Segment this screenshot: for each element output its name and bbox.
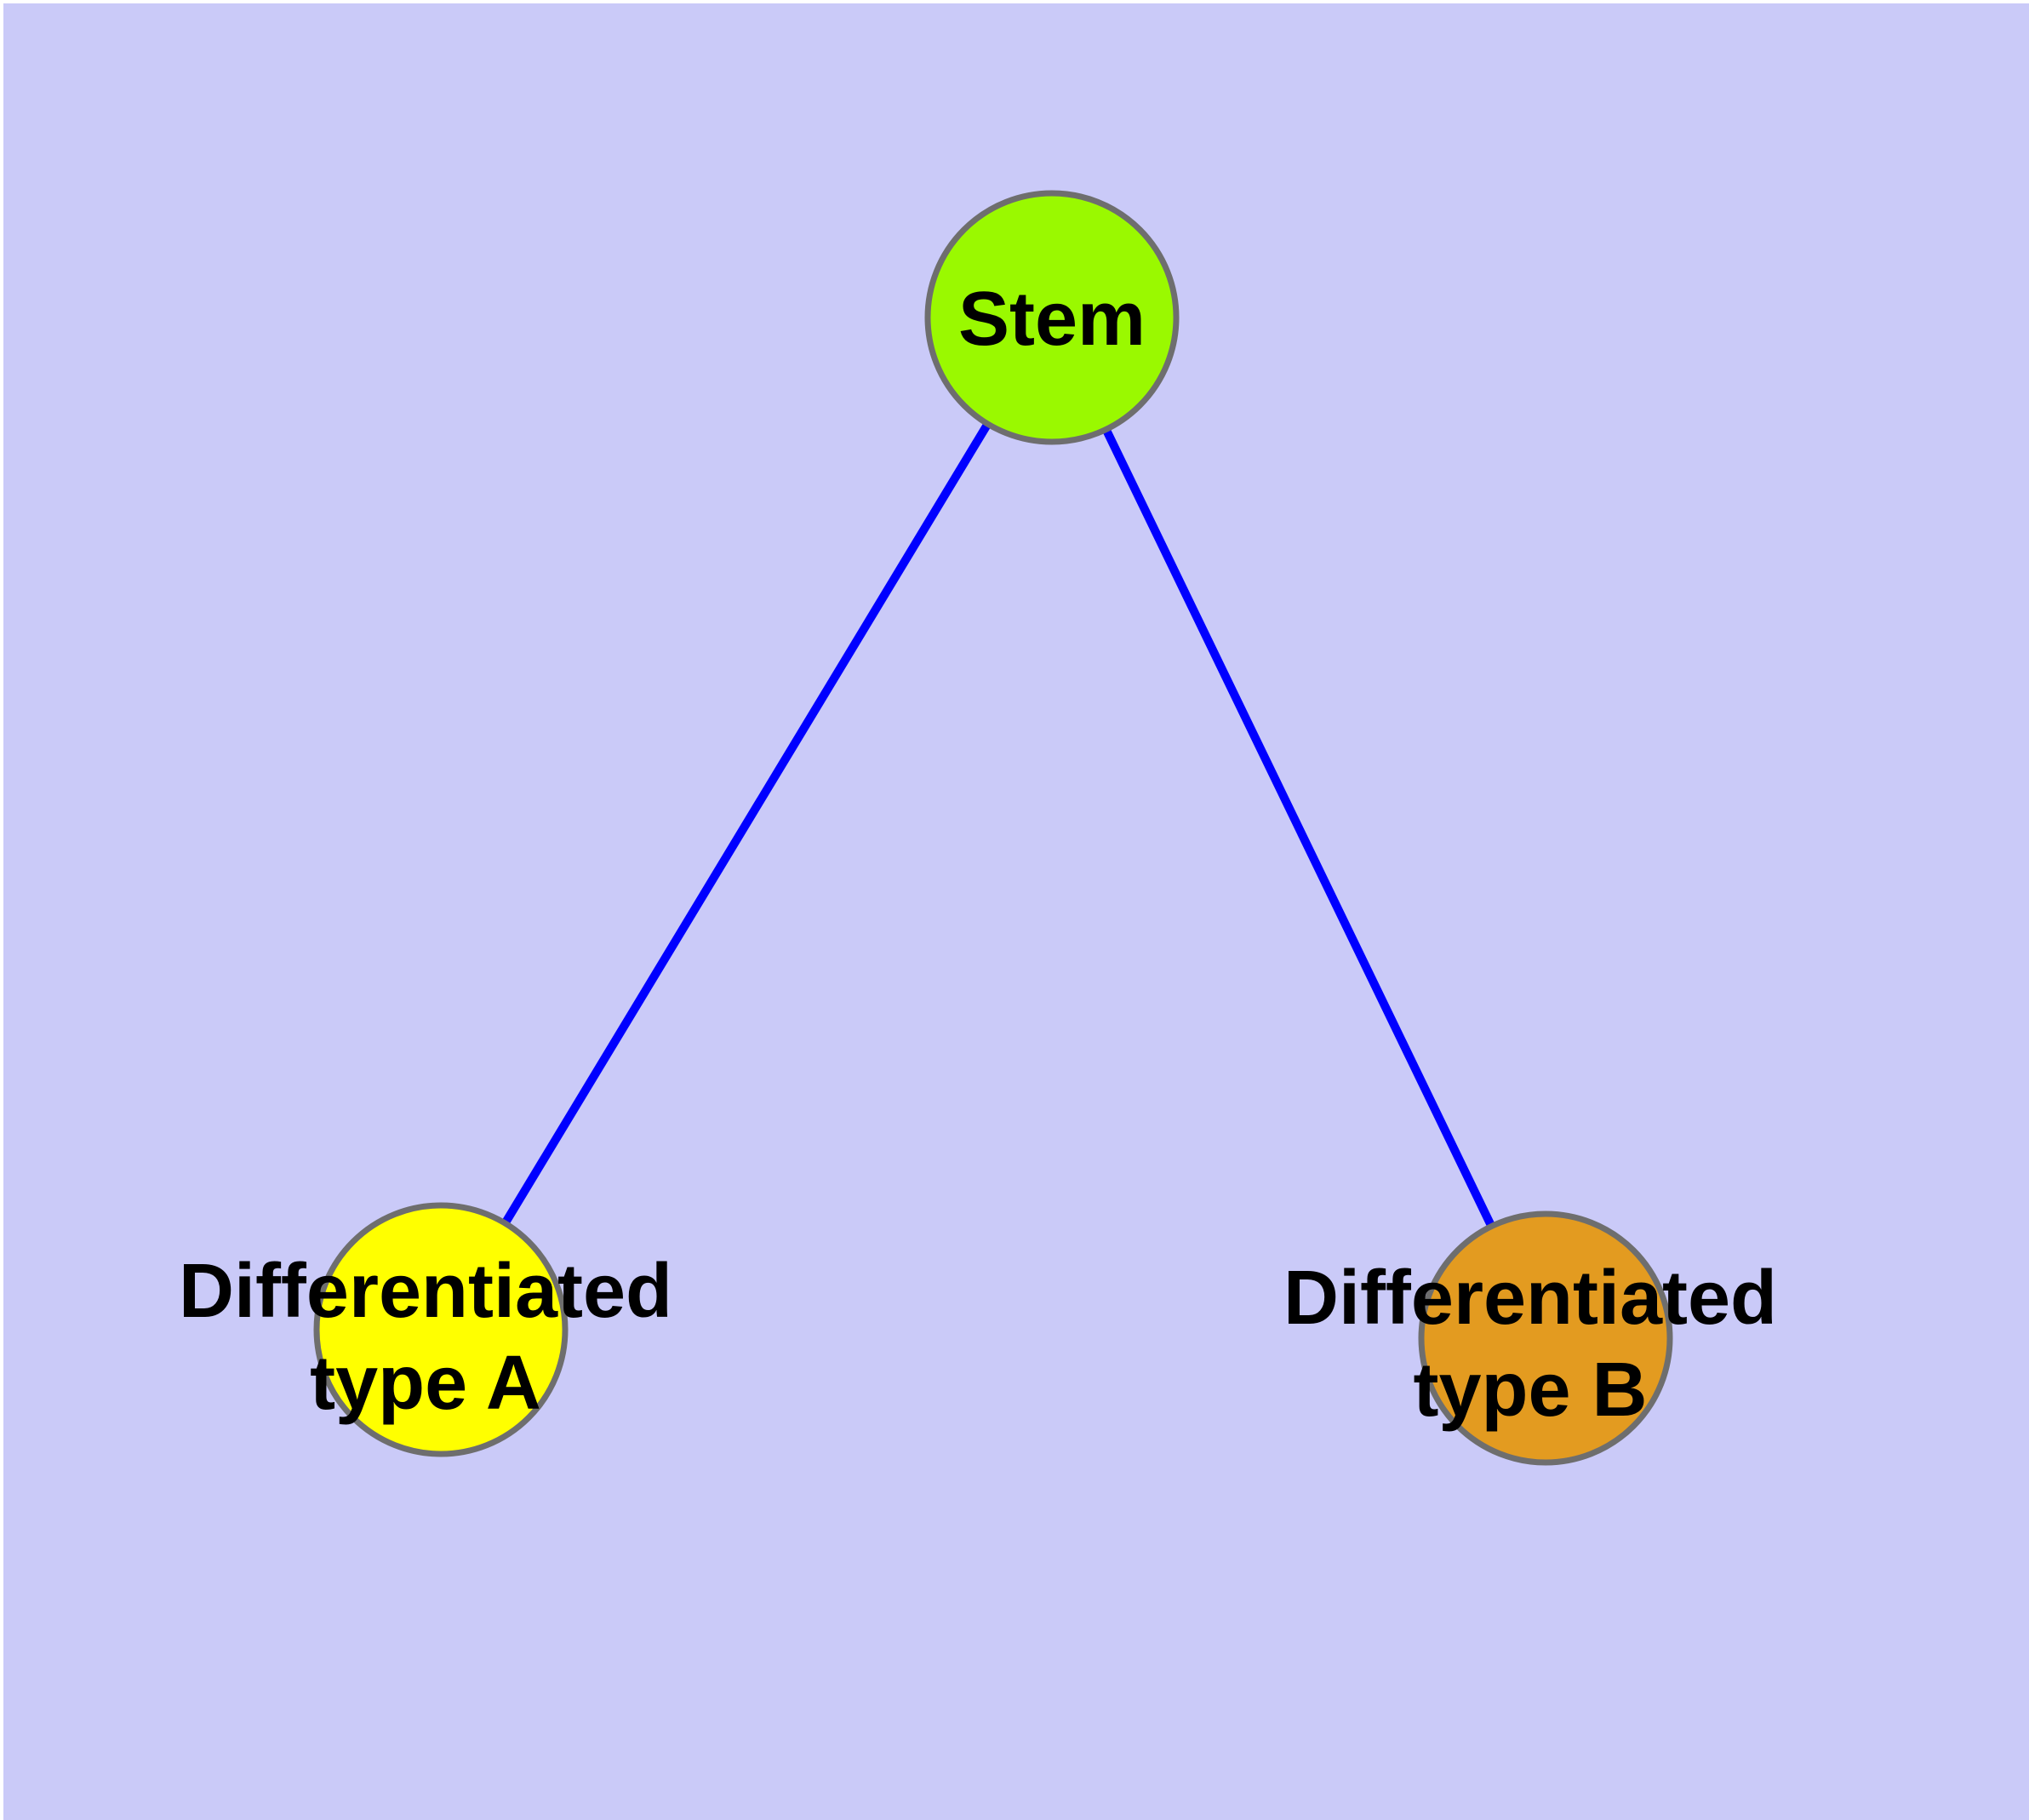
edge-stem-to-type-b (1048, 315, 1550, 1341)
node-stem: Stem (924, 190, 1180, 445)
node-type-b-circle (1418, 1210, 1673, 1466)
node-type-a-circle (313, 1202, 569, 1457)
node-differentiated-type-a: Differentiated type A (179, 1202, 672, 1457)
node-type-a-label-line2: type A (310, 1341, 541, 1426)
node-type-b-label-line1: Differentiated (1283, 1256, 1777, 1341)
node-stem-label: Stem (958, 277, 1146, 362)
node-stem-circle (924, 190, 1180, 445)
node-type-a-label-line1: Differentiated (179, 1249, 672, 1334)
node-type-b-label-line2: type B (1413, 1348, 1647, 1433)
node-differentiated-type-b: Differentiated type B (1283, 1210, 1777, 1466)
edge-stem-to-type-a (437, 315, 1056, 1332)
